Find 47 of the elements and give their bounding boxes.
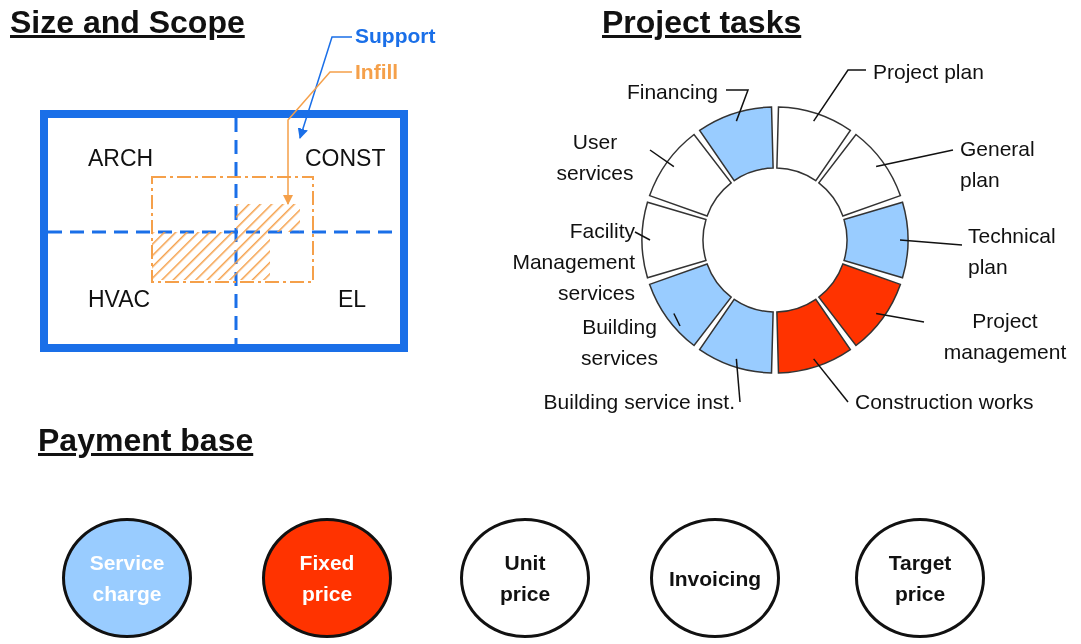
ring-segment <box>776 298 852 374</box>
payment-circle: Unit price <box>460 518 590 638</box>
task-label: General plan <box>960 133 1070 195</box>
leader-line <box>673 312 681 327</box>
ring-segment <box>698 106 774 182</box>
hatched-area <box>152 204 300 280</box>
scope-frame <box>40 110 408 352</box>
ring-segment <box>776 106 852 182</box>
ring-segment <box>843 201 909 279</box>
task-label: Construction works <box>855 386 1080 417</box>
arrow <box>297 36 353 139</box>
task-label: Building service inst. <box>500 386 735 417</box>
task-label: Financing <box>568 76 718 107</box>
quadrant-label: HVAC <box>88 285 151 314</box>
section-heading: Size and Scope <box>10 4 245 41</box>
task-label: Technical plan <box>968 220 1081 282</box>
quadrant-label: EL <box>338 285 367 314</box>
task-label: Building services <box>562 311 677 373</box>
leader-line <box>725 89 750 122</box>
ring-segment <box>818 263 902 347</box>
leader-line <box>735 358 741 403</box>
callout-label: Support <box>355 20 436 51</box>
leader-line <box>812 358 849 403</box>
leader-line <box>634 231 651 241</box>
payment-circle: Target price <box>855 518 985 638</box>
quadrant-label: CONST <box>305 144 386 173</box>
task-label: Project management <box>930 305 1080 367</box>
leader-line <box>875 149 954 168</box>
leader-line <box>812 69 867 122</box>
leader-line <box>875 312 925 323</box>
leader-line <box>899 239 963 246</box>
ring-segment <box>648 133 732 217</box>
quadrant-label: ARCH <box>88 144 154 173</box>
section-heading: Payment base <box>38 422 254 459</box>
ring-segment <box>641 201 707 279</box>
payment-circle: Service charge <box>62 518 192 638</box>
ring-segment <box>818 133 902 217</box>
arrow <box>282 71 353 206</box>
task-label: User services <box>540 126 650 188</box>
payment-circle: Invoicing <box>650 518 780 638</box>
ring-segment <box>698 298 774 374</box>
payment-circle: Fixed price <box>262 518 392 638</box>
callout-label: Infill <box>355 56 399 87</box>
section-heading: Project tasks <box>602 4 802 41</box>
task-label: Project plan <box>873 56 1023 87</box>
leader-line <box>649 149 675 168</box>
task-label: Facility Management services <box>475 215 635 308</box>
